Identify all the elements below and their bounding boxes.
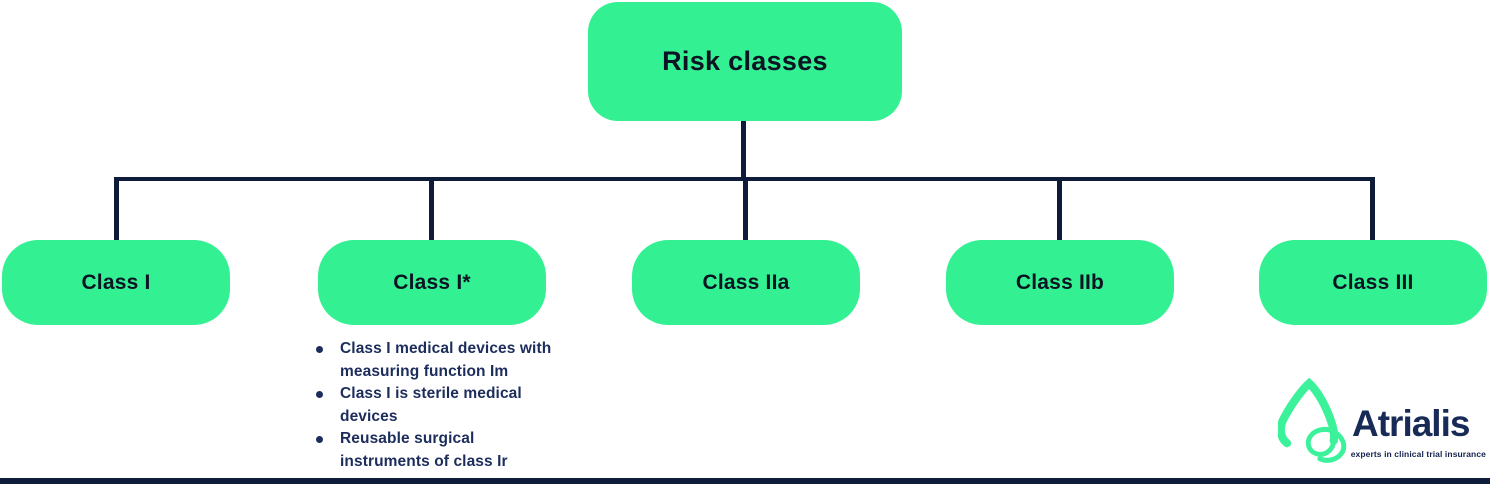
class-box-class-iii: Class III [1259,240,1487,325]
connector-stub-class-iia [743,179,748,240]
connector-stub-class-iii [1370,179,1375,240]
class-box-label: Class I [81,270,151,294]
atrialis-logo: Atrialis experts in clinical trial insur… [1278,376,1488,468]
class-i-star-notes-list: Class I medical devices with measuring f… [310,338,554,473]
root-box-label: Risk classes [662,46,828,76]
note-item: Class I is sterile medical devices [316,383,554,428]
class-box-class-iib: Class IIb [946,240,1174,325]
class-box-label: Class III [1332,270,1414,294]
connector-stub-class-i-star [429,179,434,240]
note-item: Class I medical devices with measuring f… [316,338,554,383]
atrialis-brand-text: Atrialis [1352,403,1470,444]
class-box-class-i: Class I [2,240,230,325]
atrialis-tagline-text: experts in clinical trial insurance [1350,449,1486,459]
class-box-class-iia: Class IIa [632,240,860,325]
root-box-risk-classes: Risk classes [588,2,902,121]
connector-stub-class-i [114,179,119,240]
class-box-label: Class IIb [1015,270,1105,294]
note-item: Reusable surgical instruments of class I… [316,428,554,473]
bottom-border-bar [0,478,1490,484]
connector-stub-class-iib [1057,179,1062,240]
connector-root-vertical [741,121,746,179]
class-box-class-i-star: Class I* [318,240,546,325]
class-box-label: Class IIa [702,270,790,294]
atrialis-a-icon [1278,378,1347,463]
class-box-label: Class I* [393,270,471,294]
